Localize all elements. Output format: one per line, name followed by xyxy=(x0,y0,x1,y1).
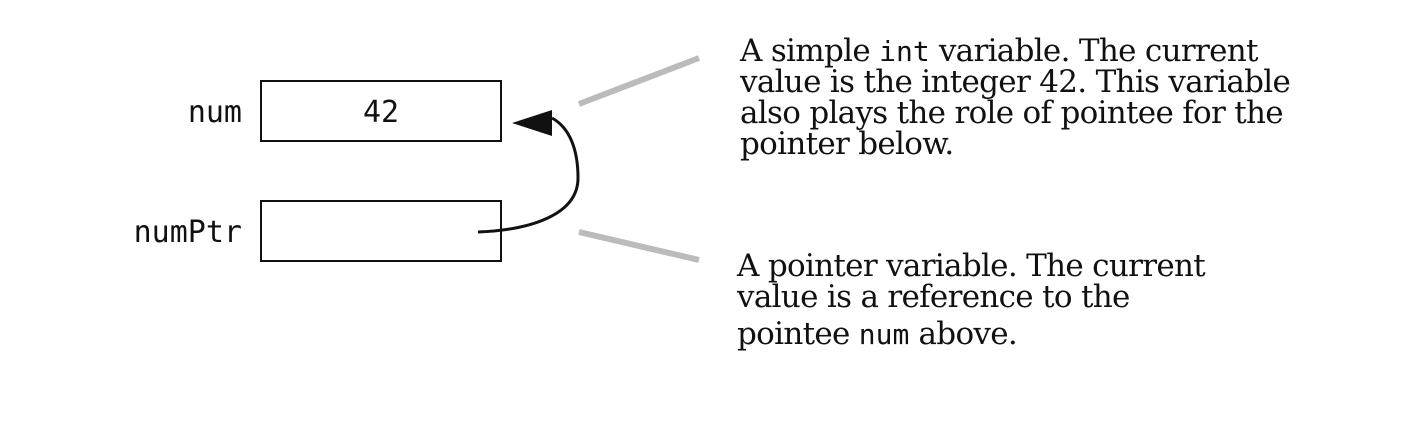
pointer-caption-line-1: A pointer variable. The current xyxy=(737,248,1206,284)
int-caption-line-4: pointer below. xyxy=(740,126,954,162)
pointer-caption-line-3: pointee num above. xyxy=(737,316,1018,352)
int-keyword: int xyxy=(879,35,930,68)
pointer-variable-caption: A pointer variable. The current value is… xyxy=(737,248,1206,352)
num-variable-box: 42 xyxy=(260,80,502,142)
numptr-variable-label: numPtr xyxy=(133,215,242,250)
int-caption-line-3: also plays the role of pointee for the xyxy=(740,95,1284,131)
int-caption-leader-line xyxy=(577,55,701,107)
num-value: 42 xyxy=(362,95,400,130)
pointer-caption-leader-line xyxy=(578,229,700,263)
int-caption-line-2: value is the integer 42. This variable xyxy=(740,64,1291,100)
int-variable-caption: A simple int variable. The current value… xyxy=(740,33,1291,162)
pointer-arrowhead xyxy=(512,110,552,136)
pointer-caption-line-2: value is a reference to the xyxy=(737,279,1130,315)
int-caption-line-1: A simple int variable. The current xyxy=(740,33,1258,69)
num-keyword: num xyxy=(858,318,910,351)
num-variable-label: num xyxy=(187,95,242,130)
numptr-variable-box xyxy=(260,200,502,262)
